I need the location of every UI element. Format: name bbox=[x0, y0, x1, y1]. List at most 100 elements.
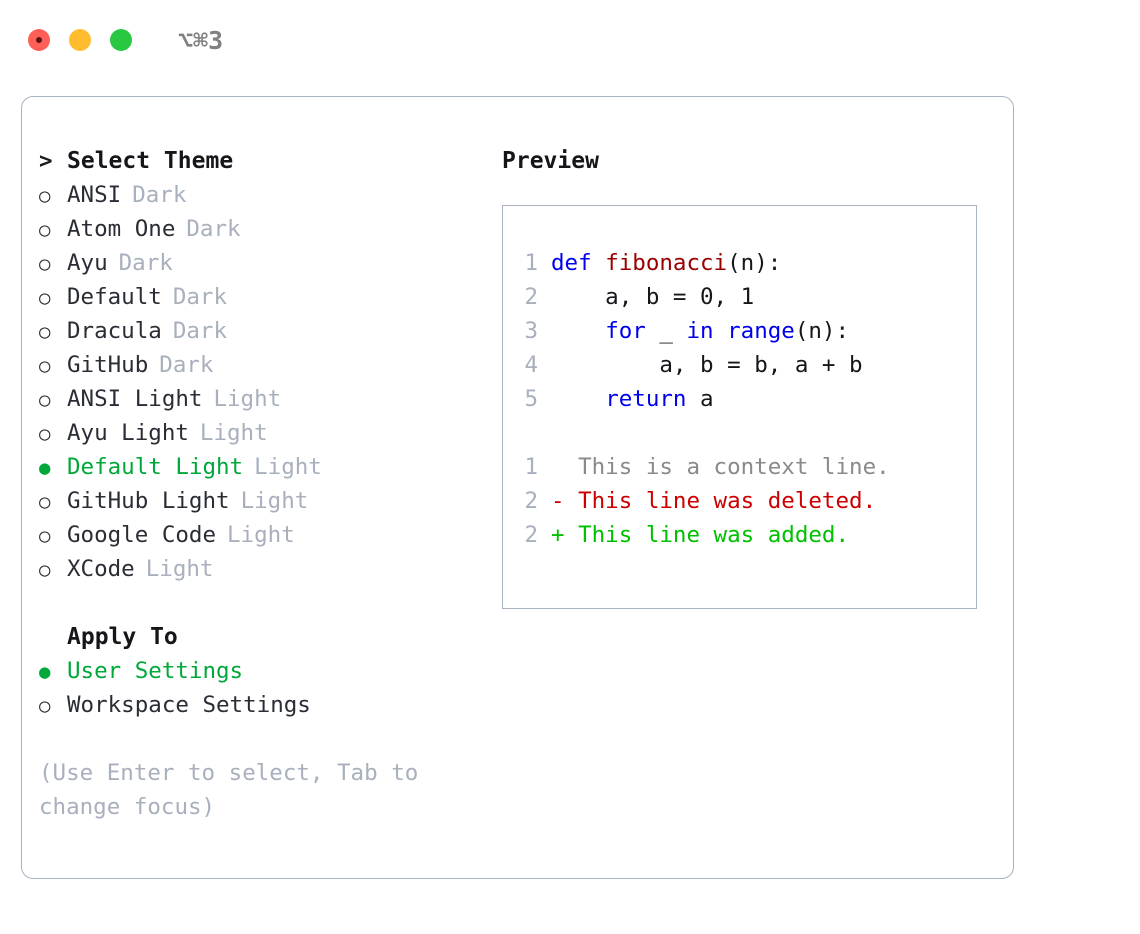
caret-icon bbox=[39, 150, 67, 173]
theme-variant-badge: Light bbox=[227, 521, 295, 548]
apply-to-item[interactable]: User Settings bbox=[39, 654, 502, 688]
line-number: 3 bbox=[524, 318, 538, 344]
theme-variant-badge: Dark bbox=[159, 351, 214, 378]
code-line: 2 a, b = 0, 1 bbox=[503, 280, 976, 314]
main-window: Select Theme ANSIDarkAtom OneDarkAyuDark… bbox=[21, 96, 1014, 879]
radio-unselected-icon[interactable] bbox=[39, 524, 67, 547]
radio-selected-icon[interactable] bbox=[39, 456, 67, 479]
radio-unselected-icon[interactable] bbox=[39, 286, 67, 309]
diff-sample: 1 This is a context line.2- This line wa… bbox=[503, 450, 976, 552]
apply-to-label-text: Workspace Settings bbox=[67, 691, 311, 718]
line-number: 1 bbox=[524, 454, 538, 480]
theme-name-label: Default Light bbox=[67, 453, 244, 480]
code-token: (n): bbox=[794, 318, 850, 344]
code-token: (n): bbox=[727, 250, 782, 276]
theme-variant-badge: Light bbox=[240, 487, 309, 514]
line-number: 2 bbox=[524, 522, 538, 548]
line-number: 1 bbox=[524, 250, 538, 276]
code-token: a, b = b, a + b bbox=[551, 352, 863, 378]
theme-name-label: Dracula bbox=[67, 317, 162, 344]
theme-variant-badge: Light bbox=[213, 385, 282, 412]
theme-list-item[interactable]: GitHub Light Light bbox=[39, 484, 502, 518]
theme-name-label: GitHub bbox=[67, 351, 149, 378]
radio-selected-icon[interactable] bbox=[39, 660, 67, 683]
apply-to-label: Apply To bbox=[67, 623, 178, 650]
apply-to-label-text: User Settings bbox=[67, 657, 244, 684]
diff-line-content: This is a context line. bbox=[551, 450, 890, 484]
preview-title: Preview bbox=[502, 148, 599, 174]
theme-variant-badge: Light bbox=[199, 419, 268, 446]
code-line-content: return a bbox=[551, 382, 714, 416]
radio-unselected-icon[interactable] bbox=[39, 558, 67, 581]
maximize-window-button[interactable] bbox=[110, 29, 132, 51]
close-window-button[interactable] bbox=[28, 29, 50, 51]
diff-marker: + bbox=[551, 522, 579, 548]
theme-variant-badge: Dark bbox=[186, 215, 241, 242]
theme-name-label: GitHub Light bbox=[67, 487, 230, 514]
line-number: 2 bbox=[524, 488, 538, 514]
code-line-content: def fibonacci(n): bbox=[551, 246, 781, 280]
diff-text: This line was added. bbox=[578, 522, 850, 548]
code-token: in bbox=[686, 318, 728, 344]
code-line: 4 a, b = b, a + b bbox=[503, 348, 976, 382]
code-line-content: a, b = 0, 1 bbox=[551, 280, 754, 314]
diff-line-content: - This line was deleted. bbox=[551, 484, 876, 518]
traffic-light-group bbox=[28, 29, 132, 51]
theme-variant-badge: Dark bbox=[172, 317, 228, 344]
theme-list-item[interactable]: Atom One Dark bbox=[39, 212, 502, 246]
radio-unselected-icon[interactable] bbox=[39, 184, 67, 207]
theme-list-item[interactable]: Google Code Light bbox=[39, 518, 502, 552]
code-token: fibonacci bbox=[605, 250, 728, 276]
apply-to-item[interactable]: Workspace Settings bbox=[39, 688, 502, 722]
theme-name-label: Ayu Light bbox=[67, 419, 189, 446]
code-line-content: a, b = b, a + b bbox=[551, 348, 863, 382]
code-line-content: for _ in range(n): bbox=[551, 314, 849, 348]
theme-list-item[interactable]: Ayu Light Light bbox=[39, 416, 502, 450]
code-token: range bbox=[727, 318, 795, 344]
code-line: 3 for _ in range(n): bbox=[503, 314, 976, 348]
theme-name-label: Default bbox=[67, 283, 162, 310]
code-token: a, b = 0, 1 bbox=[551, 284, 755, 310]
apply-to-list: User SettingsWorkspace Settings bbox=[39, 654, 502, 722]
line-number: 5 bbox=[524, 386, 538, 412]
radio-unselected-icon[interactable] bbox=[39, 422, 67, 445]
theme-name-label: ANSI bbox=[67, 181, 122, 208]
keyboard-hint-text: (Use Enter to select, Tab to change focu… bbox=[39, 760, 432, 820]
radio-unselected-icon[interactable] bbox=[39, 354, 67, 377]
theme-name-label: XCode bbox=[67, 555, 135, 582]
diff-line-content: + This line was added. bbox=[551, 518, 849, 552]
theme-variant-badge: Dark bbox=[172, 283, 228, 310]
radio-unselected-icon[interactable] bbox=[39, 320, 67, 343]
line-number: 4 bbox=[524, 352, 538, 378]
theme-name-label: Google Code bbox=[67, 521, 217, 548]
theme-list-item[interactable]: GitHub Dark bbox=[39, 348, 502, 382]
theme-list-item[interactable]: Dracula Dark bbox=[39, 314, 502, 348]
diff-marker: - bbox=[551, 488, 579, 514]
radio-unselected-icon[interactable] bbox=[39, 388, 67, 411]
theme-variant-badge: Dark bbox=[118, 249, 173, 276]
theme-list-item[interactable]: Default Dark bbox=[39, 280, 502, 314]
code-token bbox=[551, 318, 605, 344]
window-titlebar: ⌥⌘3 bbox=[0, 0, 1140, 80]
section-spacer bbox=[39, 586, 502, 620]
theme-selector-pane: Select Theme ANSIDarkAtom OneDarkAyuDark… bbox=[22, 97, 502, 878]
radio-unselected-icon[interactable] bbox=[39, 218, 67, 241]
theme-name-label: Atom One bbox=[67, 215, 176, 242]
theme-list-item[interactable]: Ayu Dark bbox=[39, 246, 502, 280]
select-theme-label: Select Theme bbox=[67, 147, 234, 174]
keyboard-shortcut-label: ⌥⌘3 bbox=[178, 25, 224, 55]
code-token: a bbox=[686, 386, 714, 412]
radio-unselected-icon[interactable] bbox=[39, 490, 67, 513]
radio-unselected-icon[interactable] bbox=[39, 252, 67, 275]
code-diff-spacer bbox=[503, 416, 976, 450]
code-token: def bbox=[551, 250, 606, 276]
theme-name-label: Ayu bbox=[67, 249, 108, 276]
minimize-window-button[interactable] bbox=[69, 29, 91, 51]
radio-unselected-icon[interactable] bbox=[39, 694, 67, 717]
